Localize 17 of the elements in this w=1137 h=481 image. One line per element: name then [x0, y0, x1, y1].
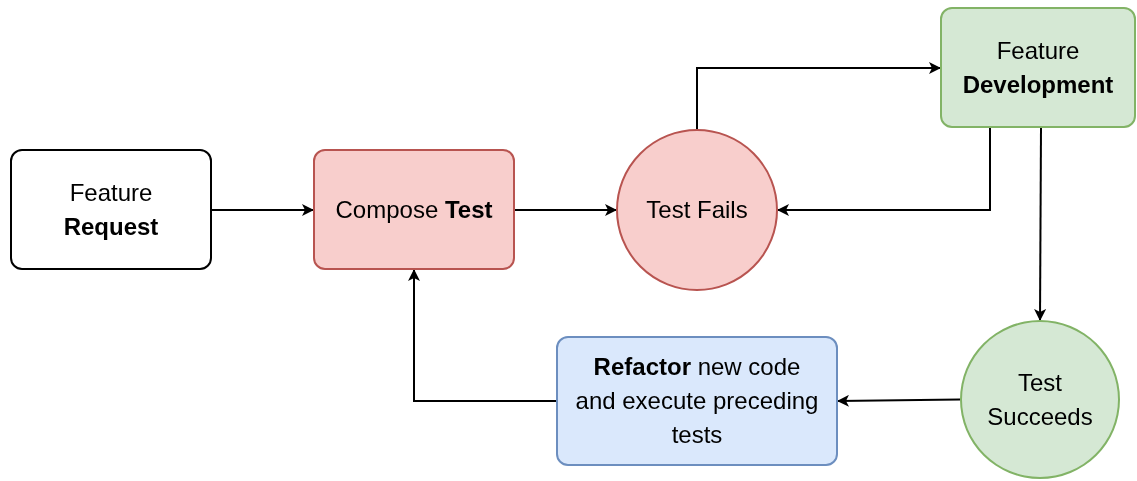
- arrow: [837, 394, 961, 407]
- arrow: [696, 62, 941, 130]
- node-label: Feature Request: [62, 177, 160, 242]
- arrow: [408, 269, 557, 402]
- process-box: [556, 336, 838, 466]
- node-label: Test Fails: [646, 195, 748, 225]
- process-box: [940, 7, 1136, 128]
- arrow: [514, 204, 617, 216]
- node-label: Feature Development: [961, 35, 1115, 100]
- arrow: [1034, 127, 1047, 321]
- arrow: [777, 127, 991, 216]
- node-label: Test Succeeds: [986, 367, 1094, 432]
- node-label: Compose Test: [335, 194, 493, 225]
- node-label: Refactor new code and execute preceding tests: [574, 352, 820, 450]
- process-box: [313, 149, 515, 270]
- process-box: [10, 149, 212, 270]
- arrow: [211, 204, 314, 216]
